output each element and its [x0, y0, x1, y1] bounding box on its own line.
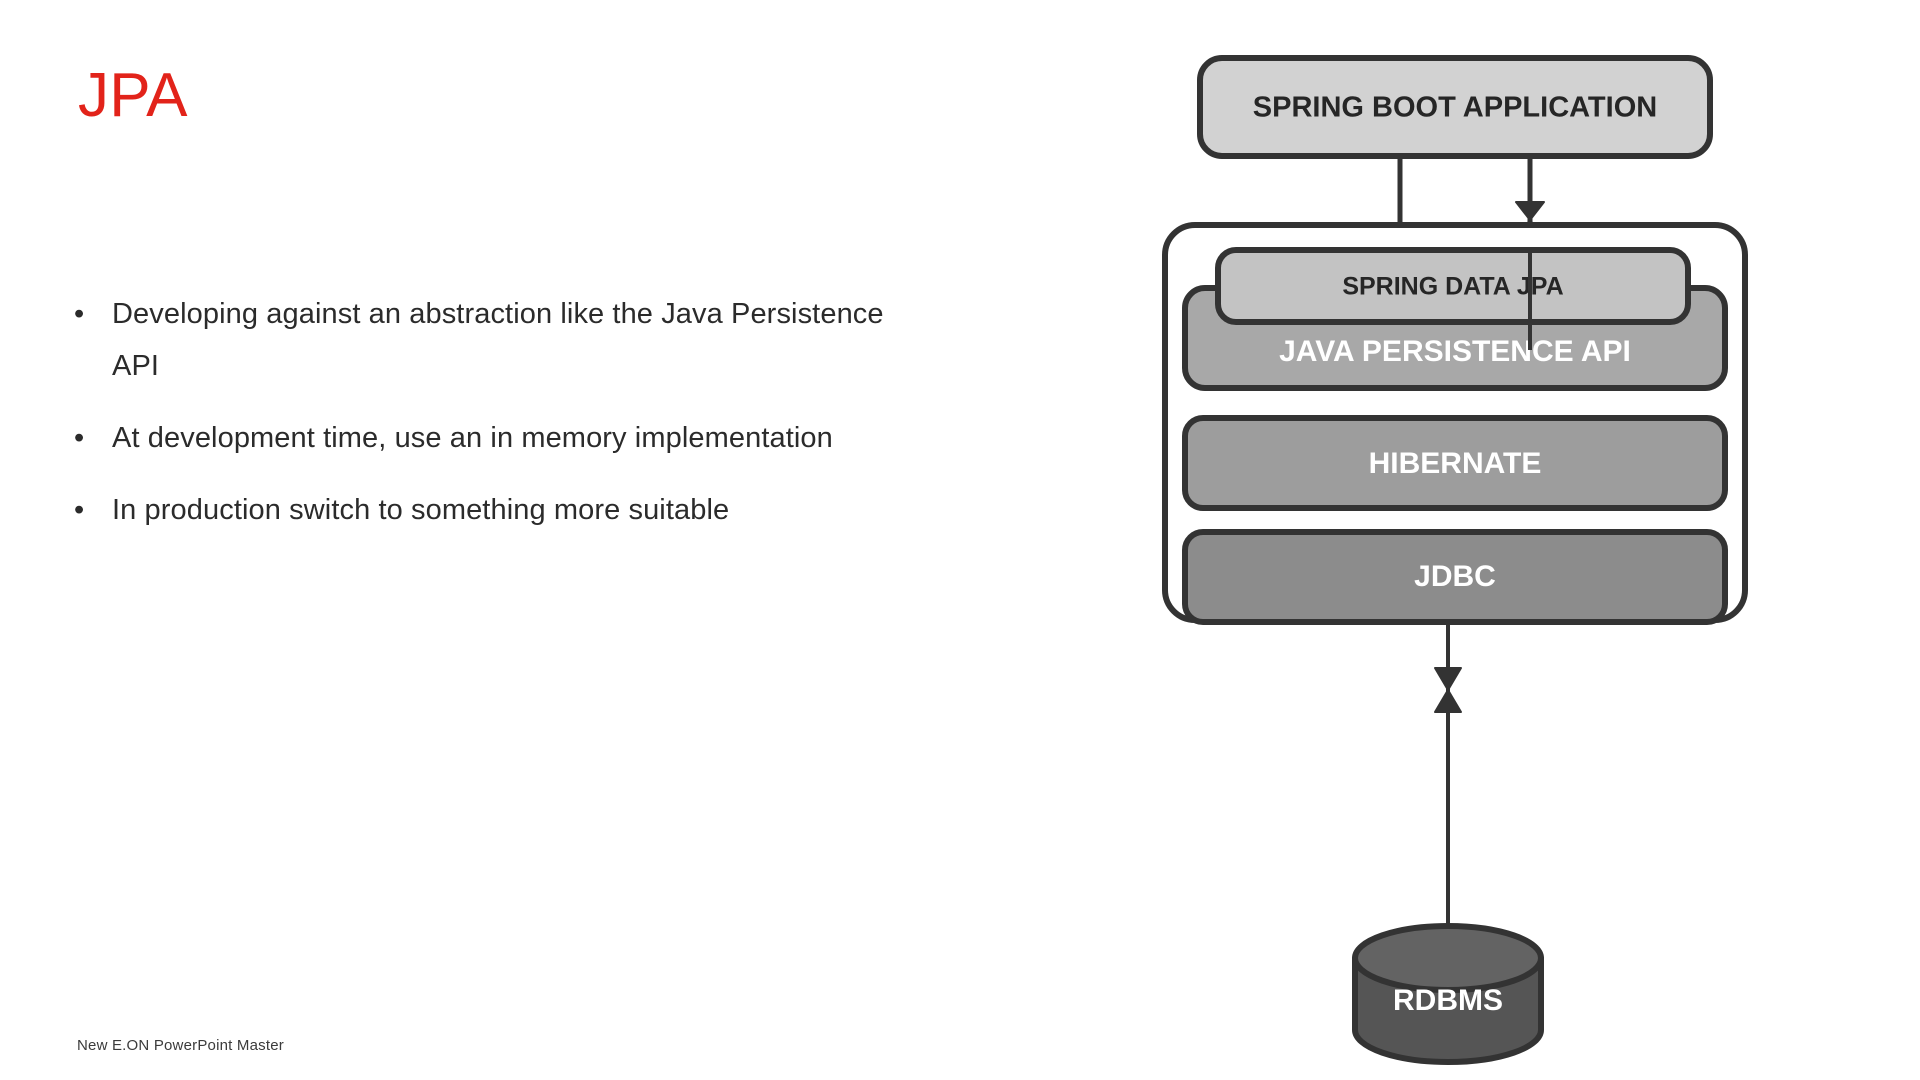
page-title: JPA	[78, 61, 188, 130]
node-label-java-persistence-api: JAVA PERSISTENCE API	[1279, 335, 1631, 368]
bullet-text: At development time, use an in memory im…	[112, 422, 833, 454]
bullet-marker-icon: •	[74, 494, 85, 526]
list-item: • Developing against an abstraction like…	[66, 288, 896, 392]
cylinder-top-icon	[1352, 923, 1544, 993]
node-label-spring-boot-application: SPRING BOOT APPLICATION	[1253, 92, 1657, 124]
node-label-spring-data-jpa: SPRING DATA JPA	[1342, 273, 1563, 301]
node-rdbms[interactable]: RDBMS	[1352, 923, 1544, 1065]
list-item: • In production switch to something more…	[66, 484, 896, 536]
bullet-marker-icon: •	[74, 422, 85, 454]
architecture-diagram: SPRING BOOT APPLICATION JAVA PERSISTENCE…	[1140, 20, 1800, 1070]
node-spring-boot-application[interactable]: SPRING BOOT APPLICATION	[1197, 55, 1713, 159]
list-item: • At development time, use an in memory …	[66, 412, 896, 464]
node-hibernate[interactable]: HIBERNATE	[1182, 415, 1728, 511]
bullet-list: • Developing against an abstraction like…	[66, 288, 896, 556]
node-spring-data-jpa[interactable]: SPRING DATA JPA	[1215, 247, 1691, 325]
bullet-text: Developing against an abstraction like t…	[112, 298, 884, 382]
node-jdbc[interactable]: JDBC	[1182, 529, 1728, 625]
bowtie-arrowhead-icon	[1434, 667, 1462, 713]
bullet-text: In production switch to something more s…	[112, 494, 730, 526]
bullet-marker-icon: •	[74, 298, 85, 330]
node-label-rdbms: RDBMS	[1393, 984, 1503, 1017]
node-label-hibernate: HIBERNATE	[1369, 447, 1542, 480]
connector-container-to-rdbms	[1434, 620, 1462, 932]
node-label-jdbc: JDBC	[1414, 560, 1496, 593]
footer-note: New E.ON PowerPoint Master	[77, 1037, 284, 1054]
